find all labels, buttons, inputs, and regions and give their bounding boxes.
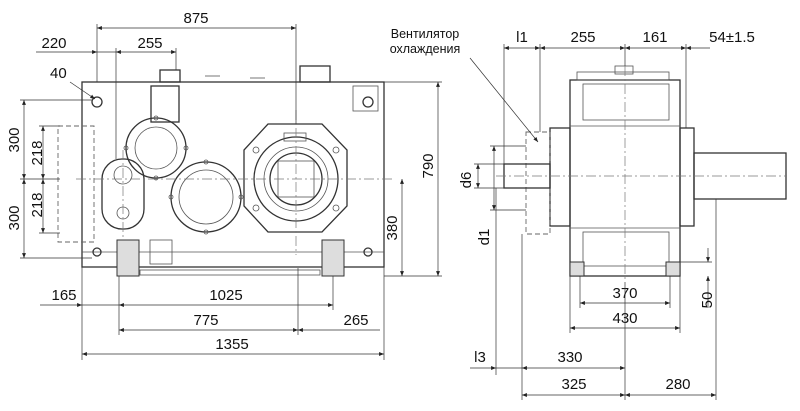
dim-775: 775 (193, 312, 218, 329)
fan-label-line2: охлаждения (390, 42, 461, 56)
mounting-hole (91, 96, 103, 108)
housing-foot (321, 239, 345, 277)
dim-325: 325 (561, 376, 586, 393)
dim-1025: 1025 (209, 287, 242, 304)
dim-875: 875 (183, 10, 208, 27)
side-view (496, 65, 787, 282)
dim-40: 40 (50, 65, 67, 82)
dim-218-top: 218 (29, 140, 46, 165)
dim-265: 265 (343, 312, 368, 329)
fan-outline (525, 131, 551, 235)
top-boss (159, 69, 181, 83)
mounting-hole (92, 247, 102, 257)
dim-330: 330 (557, 349, 582, 366)
dim-165: 165 (51, 287, 76, 304)
dim-d1: d1 (476, 229, 493, 246)
front-view (57, 65, 395, 277)
front-dimensions: 875 220 255 40 300 218 218 300 790 380 (6, 10, 442, 360)
dim-300-bot: 300 (6, 205, 23, 230)
fan-label-line1: Вентилятор (391, 27, 459, 41)
dim-l1: l1 (516, 29, 528, 46)
dim-300-top: 300 (6, 127, 23, 152)
dim-380: 380 (384, 215, 401, 240)
dim-790: 790 (420, 153, 437, 178)
side-dimensions: l1 255 161 54±1.5 d6 d1 370 430 50 (458, 29, 755, 400)
dim-1355: 1355 (215, 336, 248, 353)
gear-circle (170, 161, 242, 233)
dim-d6: d6 (458, 172, 475, 189)
dim-50: 50 (699, 292, 716, 309)
motor-outline (57, 125, 95, 243)
dim-280: 280 (665, 376, 690, 393)
dim-l3: l3 (474, 349, 486, 366)
mounting-hole (362, 96, 374, 108)
dim-218-bot: 218 (29, 192, 46, 217)
top-boss (299, 65, 331, 83)
gearbox-housing (81, 81, 385, 268)
output-flange (243, 123, 348, 233)
dim-220: 220 (41, 35, 66, 52)
housing-foot (116, 239, 140, 277)
dim-54: 54±1.5 (709, 29, 755, 46)
gear-circle (125, 117, 187, 179)
dim-255-side: 255 (570, 29, 595, 46)
side-flange (679, 127, 695, 227)
mounting-hole (363, 247, 373, 257)
dim-161: 161 (642, 29, 667, 46)
side-flange (549, 127, 571, 227)
dim-255: 255 (137, 35, 162, 52)
